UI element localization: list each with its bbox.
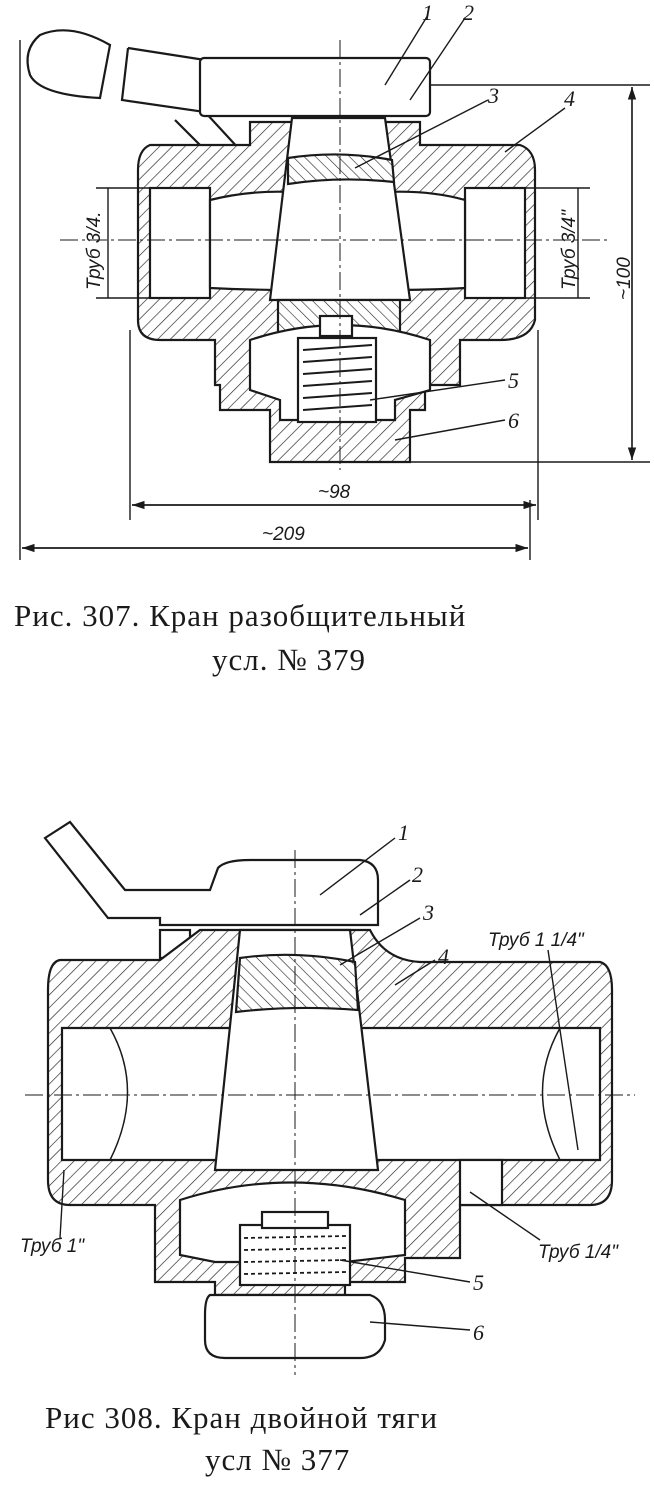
label-307-4: 4 xyxy=(564,86,575,111)
dim-height-307: ~100 xyxy=(614,257,635,300)
pipe-top-right-308: Труб 1 1/4" xyxy=(488,930,585,951)
label-308-3: 3 xyxy=(422,900,434,925)
pipe-left-307: Труб 3/4. xyxy=(84,212,105,291)
label-308-5: 5 xyxy=(473,1270,484,1295)
caption-307-line1: Рис. 307. Кран разобщительный xyxy=(14,598,467,633)
dim-width-total-307: ~209 xyxy=(262,524,305,545)
label-308-4: 4 xyxy=(438,944,449,969)
pipe-right-308: Труб 1/4" xyxy=(538,1242,619,1263)
centerlines-307 xyxy=(60,40,610,470)
label-308-2: 2 xyxy=(412,862,423,887)
top-nut xyxy=(198,56,432,118)
figure-308-drawing xyxy=(43,820,614,1360)
label-307-1: 1 xyxy=(422,0,433,25)
pipe-left-308: Труб 1" xyxy=(20,1236,85,1257)
label-308-1: 1 xyxy=(398,820,409,845)
label-307-3: 3 xyxy=(487,83,499,108)
label-308-6: 6 xyxy=(473,1320,484,1345)
pipe-right-307: Труб 3/4" xyxy=(559,209,580,290)
dim-width-body-307: ~98 xyxy=(318,482,351,503)
leader-lines-308 xyxy=(59,837,579,1331)
label-307-6: 6 xyxy=(508,408,519,433)
centerlines-308 xyxy=(25,850,635,1375)
label-307-5: 5 xyxy=(508,368,519,393)
label-307-2: 2 xyxy=(463,0,474,25)
bore-left xyxy=(148,186,212,300)
dimension-lines-307 xyxy=(19,14,650,560)
caption-307-line2: усл. № 379 xyxy=(212,642,367,677)
handle-lever-308 xyxy=(43,820,380,927)
bore-right xyxy=(463,186,527,300)
figure-307-drawing xyxy=(26,29,537,464)
caption-308-line1: Рис 308. Кран двойной тяги xyxy=(45,1400,439,1435)
caption-308-line2: усл № 377 xyxy=(205,1442,351,1477)
handle-lever xyxy=(26,29,243,152)
